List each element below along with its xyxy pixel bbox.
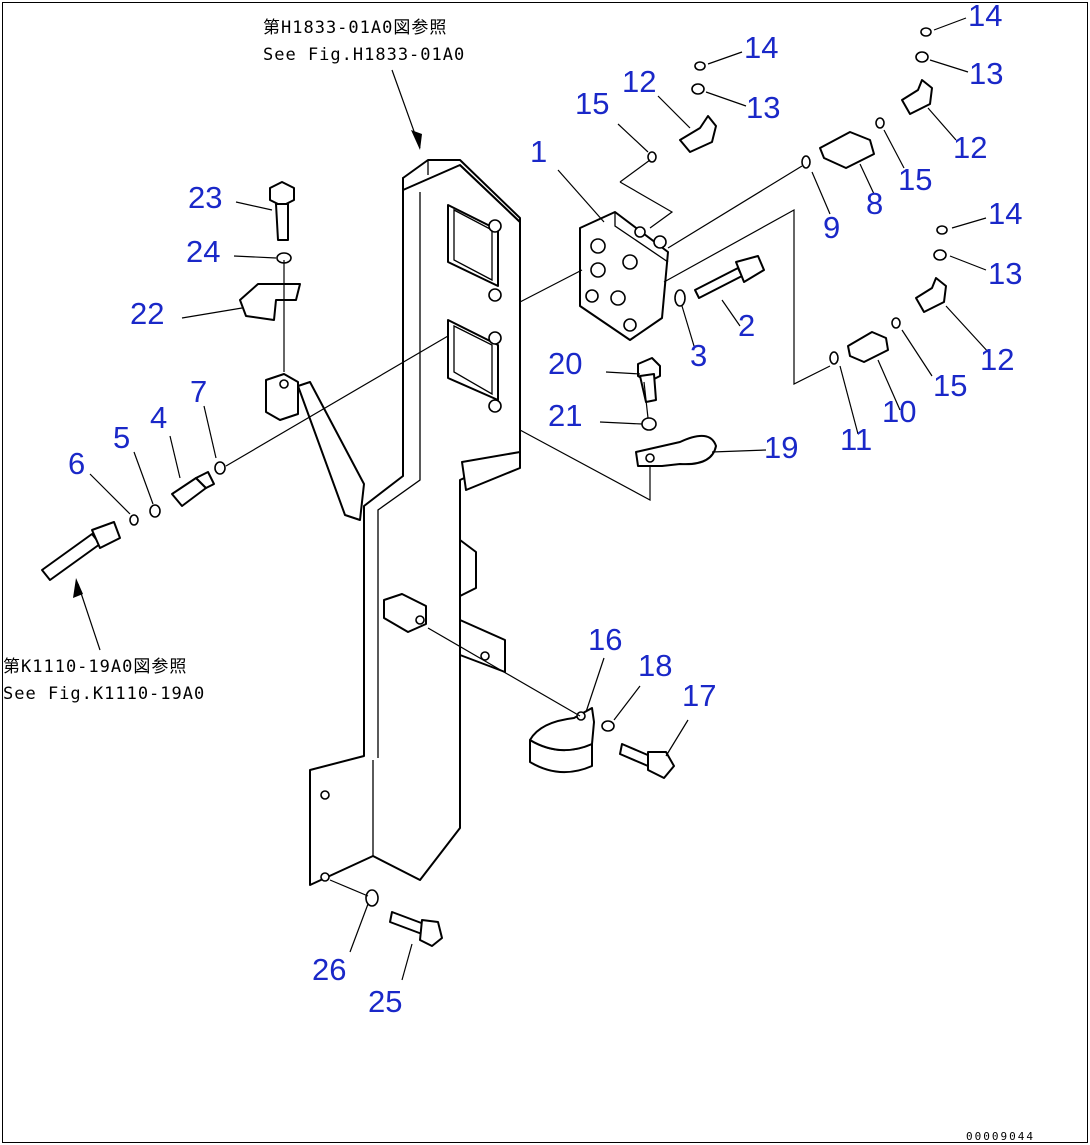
callout-12-right-mid: 12 bbox=[980, 342, 1014, 377]
callout-22: 22 bbox=[130, 296, 164, 331]
reference-left-en: See Fig.K1110-19A0 bbox=[3, 684, 205, 704]
part-12-elbow-top bbox=[679, 115, 717, 153]
part-13-cap-right-top bbox=[915, 51, 929, 63]
callout-15-right-top: 15 bbox=[898, 162, 932, 197]
reference-left-jp: 第K1110-19A0図参照 bbox=[3, 657, 187, 677]
callouts: 1 2 3 4 5 6 7 8 9 10 11 12 12 12 13 13 1… bbox=[68, 0, 1022, 1019]
callout-23: 23 bbox=[188, 180, 222, 215]
callout-14-right-top: 14 bbox=[968, 0, 1002, 33]
callout-19: 19 bbox=[764, 430, 798, 465]
part-18-washer bbox=[601, 720, 615, 732]
callout-10: 10 bbox=[882, 394, 916, 429]
part-19-clamp bbox=[635, 435, 717, 467]
reference-left-leader bbox=[77, 583, 101, 651]
drawing-code: 00009044 bbox=[966, 1130, 1035, 1143]
callout-17: 17 bbox=[682, 678, 716, 713]
part-9-oring bbox=[801, 155, 811, 169]
part-23-bolt bbox=[269, 181, 295, 241]
callout-16: 16 bbox=[588, 622, 622, 657]
part-3-washer bbox=[674, 289, 686, 307]
block-spacer-lower bbox=[383, 593, 427, 633]
reference-left: 第K1110-19A0図参照 See Fig.K1110-19A0 bbox=[3, 657, 205, 704]
part-16-band-clamp bbox=[529, 707, 595, 774]
part-22-clamp bbox=[239, 283, 301, 321]
part-1-valve-block bbox=[579, 211, 669, 341]
part-11-oring bbox=[829, 351, 839, 365]
callout-12-top: 12 bbox=[622, 64, 656, 99]
part-12-elbow-right-mid bbox=[915, 277, 947, 313]
callout-18: 18 bbox=[638, 648, 672, 683]
part-17-bolt bbox=[619, 743, 675, 779]
callout-25: 25 bbox=[368, 984, 402, 1019]
part-8-fitting bbox=[819, 131, 875, 169]
callout-13-right-top: 13 bbox=[969, 56, 1003, 91]
reference-top-arrowhead bbox=[411, 130, 422, 150]
callout-1: 1 bbox=[530, 134, 547, 169]
part-5-oring bbox=[149, 504, 161, 518]
part-10-fitting bbox=[847, 331, 889, 363]
reference-top-en: See Fig.H1833-01A0 bbox=[263, 45, 465, 65]
callout-3: 3 bbox=[690, 338, 707, 373]
reference-top: 第H1833-01A0図参照 See Fig.H1833-01A0 bbox=[263, 18, 465, 65]
main-bracket bbox=[297, 159, 521, 886]
part-13-cap-top bbox=[691, 83, 705, 95]
block-spacer-upper bbox=[265, 373, 299, 421]
callout-9: 9 bbox=[823, 210, 840, 245]
callout-2: 2 bbox=[738, 308, 755, 343]
callout-12-right-top: 12 bbox=[953, 130, 987, 165]
part-4-fitting bbox=[171, 471, 215, 507]
part-15-oring-right-mid bbox=[891, 317, 901, 329]
callout-14-right-mid: 14 bbox=[988, 196, 1022, 231]
callout-20: 20 bbox=[548, 346, 582, 381]
part-2-bolt bbox=[694, 255, 765, 299]
part-20-bolt bbox=[637, 357, 661, 403]
callout-13-top: 13 bbox=[746, 90, 780, 125]
callout-21: 21 bbox=[548, 398, 582, 433]
callout-26: 26 bbox=[312, 952, 346, 987]
part-14-plug-top bbox=[694, 61, 706, 71]
part-13-cap-right-mid bbox=[933, 249, 947, 261]
callout-15-right-mid: 15 bbox=[933, 368, 967, 403]
part-7-oring bbox=[214, 461, 226, 475]
callout-4: 4 bbox=[150, 400, 167, 435]
assembly-lines bbox=[225, 159, 831, 897]
part-15-oring-top bbox=[647, 151, 657, 163]
callout-13-right-mid: 13 bbox=[988, 256, 1022, 291]
part-25-bolt bbox=[389, 911, 443, 947]
part-6-oring bbox=[129, 514, 139, 526]
reference-top-jp: 第H1833-01A0図参照 bbox=[263, 18, 447, 38]
callout-14-top: 14 bbox=[744, 30, 778, 65]
part-14-plug-right-mid bbox=[936, 225, 948, 235]
part-14-plug-right-top bbox=[920, 27, 932, 37]
callout-6: 6 bbox=[68, 446, 85, 481]
part-21-washer bbox=[641, 417, 657, 431]
hose-end-left bbox=[41, 521, 121, 581]
part-26-washer bbox=[365, 889, 379, 907]
leader-lines bbox=[89, 17, 991, 981]
callout-7: 7 bbox=[190, 374, 207, 409]
reference-left-arrowhead bbox=[73, 578, 83, 598]
callout-8: 8 bbox=[866, 186, 883, 221]
callout-24: 24 bbox=[186, 234, 220, 269]
part-15-oring-right-top bbox=[875, 117, 885, 129]
part-12-elbow-right-top bbox=[901, 79, 933, 115]
callout-15-top: 15 bbox=[575, 86, 609, 121]
callout-11: 11 bbox=[840, 422, 872, 457]
callout-5: 5 bbox=[113, 420, 130, 455]
